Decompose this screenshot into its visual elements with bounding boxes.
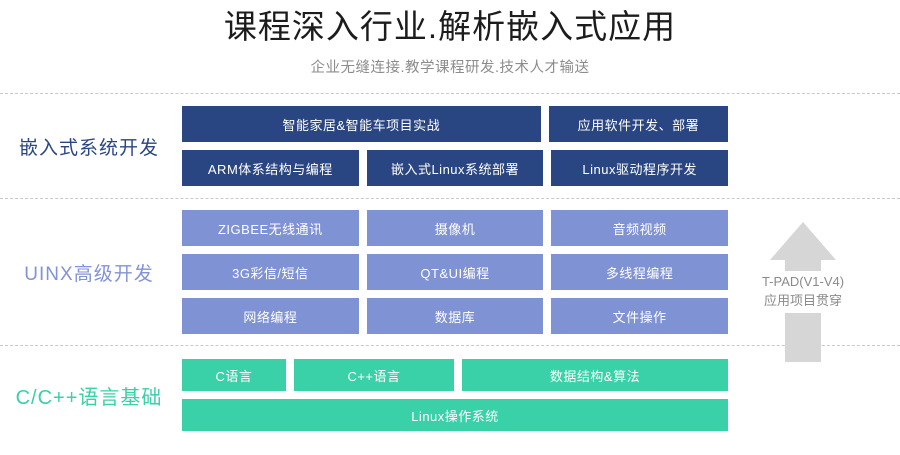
course-box[interactable]: 网络编程: [182, 298, 359, 335]
course-box[interactable]: 3G彩信/短信: [182, 254, 359, 291]
arrow-label-line1: T-PAD(V1-V4): [761, 274, 845, 290]
course-box[interactable]: 音频视频: [551, 210, 729, 247]
course-box[interactable]: ARM体系结构与编程: [182, 150, 359, 187]
course-box[interactable]: 文件操作: [551, 298, 729, 335]
course-box[interactable]: Linux操作系统: [182, 399, 728, 432]
grid-row: Linux操作系统: [182, 399, 728, 432]
grid-row: ZIGBEE无线通讯 摄像机 音频视频: [182, 210, 729, 247]
grid-row: 智能家居&智能车项目实战 应用软件开发、部署: [182, 106, 728, 143]
tpad-arrow: T-PAD(V1-V4) 应用项目贯穿: [740, 222, 866, 362]
section-label-clang: C/C++语言基础: [15, 386, 163, 409]
arrow-head: [770, 222, 836, 260]
course-box[interactable]: 智能家居&智能车项目实战: [182, 106, 541, 143]
section-grid-embedded: 智能家居&智能车项目实战 应用软件开发、部署 ARM体系结构与编程 嵌入式Lin…: [182, 106, 900, 187]
course-box[interactable]: 数据结构&算法: [462, 359, 728, 392]
section-clang: C/C++语言基础 C语言 C++语言 数据结构&算法 Linux操作系统: [0, 346, 900, 444]
course-box[interactable]: 摄像机: [366, 210, 544, 247]
course-box[interactable]: 嵌入式Linux系统部署: [366, 150, 544, 187]
grid-row: ARM体系结构与编程 嵌入式Linux系统部署 Linux驱动程序开发: [182, 150, 729, 187]
course-box[interactable]: 数据库: [366, 298, 544, 335]
divider-top: [0, 93, 900, 95]
section-label-unix: UINX高级开发: [24, 263, 154, 285]
course-box[interactable]: 多线程编程: [551, 254, 729, 291]
course-box[interactable]: ZIGBEE无线通讯: [182, 210, 359, 247]
divider-middle-2: [0, 345, 900, 347]
section-embedded: 嵌入式系统开发 智能家居&智能车项目实战 应用软件开发、部署 ARM体系结构与编…: [0, 94, 900, 198]
course-box[interactable]: C++语言: [294, 359, 454, 392]
arrow-label: T-PAD(V1-V4) 应用项目贯穿: [740, 271, 866, 313]
arrow-label-line2: 应用项目贯穿: [763, 293, 842, 308]
course-box[interactable]: 应用软件开发、部署: [548, 106, 728, 143]
course-box[interactable]: Linux驱动程序开发: [551, 150, 729, 187]
course-box[interactable]: C语言: [182, 359, 286, 392]
page-subtitle: 企业无缝连接.教学课程研发.技术人才输送: [310, 60, 590, 77]
divider-middle-1: [0, 198, 900, 200]
grid-row: C语言 C++语言 数据结构&算法: [182, 359, 728, 392]
section-grid-unix: ZIGBEE无线通讯 摄像机 音频视频 3G彩信/短信 QT&UI编程 多线程编…: [182, 210, 900, 335]
section-grid-clang: C语言 C++语言 数据结构&算法 Linux操作系统: [182, 359, 900, 432]
page-header: 课程深入行业.解析嵌入式应用 企业无缝连接.教学课程研发.技术人才输送: [0, 0, 900, 77]
section-unix: UINX高级开发 ZIGBEE无线通讯 摄像机 音频视频 3G彩信/短信 QT&…: [0, 199, 900, 345]
course-box[interactable]: QT&UI编程: [366, 254, 544, 291]
grid-row: 3G彩信/短信 QT&UI编程 多线程编程: [182, 254, 729, 291]
page-title: 课程深入行业.解析嵌入式应用: [223, 8, 677, 45]
roadmap-sections: 嵌入式系统开发 智能家居&智能车项目实战 应用软件开发、部署 ARM体系结构与编…: [0, 93, 900, 444]
grid-row: 网络编程 数据库 文件操作: [182, 298, 729, 335]
section-label-embedded: 嵌入式系统开发: [18, 137, 159, 159]
